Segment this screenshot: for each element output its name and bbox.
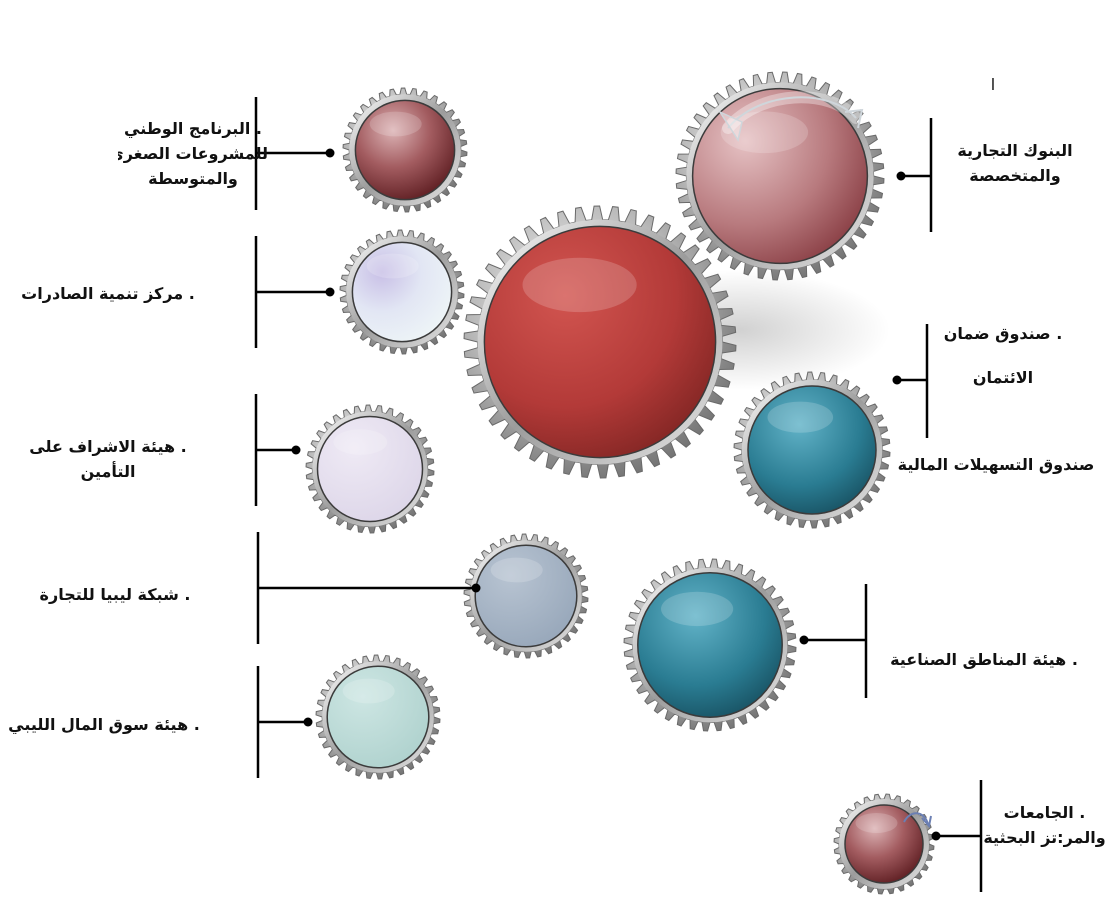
label-banks: البنوك التجارية والمتخصصة <box>940 138 1090 188</box>
gear-highlight <box>491 558 543 583</box>
stray-mark-text: ا <box>991 75 995 94</box>
label-insurance-authority: . هيئة الاشراف على التأمين <box>18 434 198 484</box>
gear-group <box>306 72 934 894</box>
label-line: للمشروعات الصغرى <box>118 141 268 166</box>
gear-highlight <box>370 112 422 137</box>
gear-stock-market <box>316 655 440 779</box>
label-line: . شبكة ليبيا للتجارة <box>20 582 210 607</box>
label-line: . صندوق ضمان <box>928 312 1078 356</box>
gear-insurance-authority <box>306 405 434 533</box>
gear-facilities-fund <box>734 372 890 528</box>
gear-industrial-zones <box>624 559 796 731</box>
label-line: والمتخصصة <box>940 163 1090 188</box>
gear-highlight <box>661 592 733 626</box>
label-line: . مركز تنمية الصادرات <box>8 281 208 306</box>
label-libya-trade-network: . شبكة ليبيا للتجارة <box>20 582 210 607</box>
label-national-program: . البرنامج الوطني للمشروعات الصغرى والمت… <box>118 116 268 194</box>
label-line: . هيئة المناطق الصناعية <box>884 647 1084 672</box>
label-export-center: . مركز تنمية الصادرات <box>8 281 208 306</box>
gear-highlight <box>523 258 637 312</box>
gear-highlight <box>367 254 419 279</box>
label-line: البنوك التجارية <box>940 138 1090 163</box>
gear-universities <box>834 794 934 894</box>
label-line: . البرنامج الوطني <box>118 116 268 141</box>
stray-mark: ا <box>986 72 1000 97</box>
label-credit-guarantee-fund: . صندوق ضمان الائتمان <box>928 312 1078 400</box>
gear-highlight <box>343 679 395 704</box>
gear-highlight <box>768 402 834 433</box>
gear-central <box>464 206 736 478</box>
label-facilities-fund: صندوق التسهيلات المالية <box>896 452 1096 477</box>
gear-trade-network <box>464 534 588 658</box>
label-line: . الجامعات <box>982 800 1107 825</box>
label-line: والمر:تز البحثية <box>982 825 1107 850</box>
label-line: . هيئة سوق المال الليبي <box>4 712 204 737</box>
gear-highlight <box>856 813 898 833</box>
label-line: الائتمان <box>928 356 1078 400</box>
label-stock-market-authority: . هيئة سوق المال الليبي <box>4 712 204 737</box>
gear-export-center <box>340 230 464 354</box>
label-line: . هيئة الاشراف على <box>18 434 198 459</box>
label-line: والمتوسطة <box>118 166 268 191</box>
gear-national-program <box>343 88 467 212</box>
label-line: التأمين <box>18 459 198 484</box>
gear-highlight <box>334 429 388 455</box>
label-industrial-zones: . هيئة المناطق الصناعية <box>884 647 1084 672</box>
label-line: صندوق التسهيلات المالية <box>896 452 1096 477</box>
label-universities: . الجامعات والمر:تز البحثية <box>982 800 1107 850</box>
